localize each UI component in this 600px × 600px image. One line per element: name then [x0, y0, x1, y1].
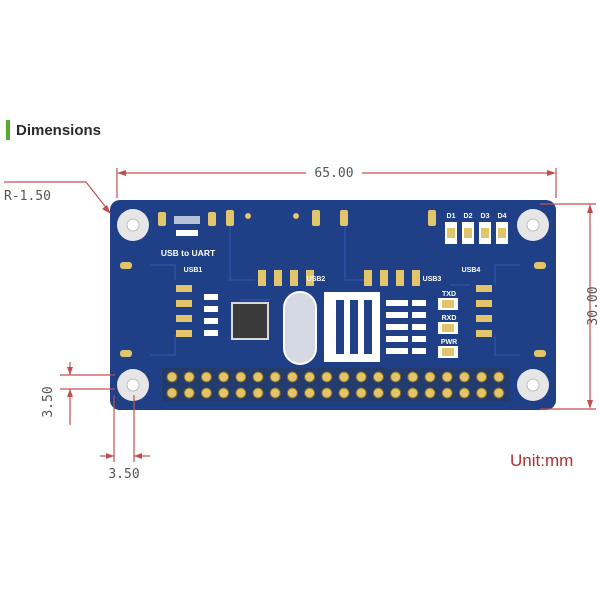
gpio-pin: [407, 387, 419, 399]
gpio-pin: [372, 371, 384, 383]
gpio-pin: [252, 371, 264, 383]
gpio-pin: [200, 371, 212, 383]
arrow-width-left: [117, 170, 126, 176]
gpio-pin: [441, 387, 453, 399]
gpio-pin: [355, 371, 367, 383]
label-d1: D1: [447, 213, 456, 220]
label-usb2: USB2: [307, 276, 326, 283]
label-usb-uart: USB to UART: [161, 248, 216, 258]
label-d4: D4: [498, 213, 507, 220]
pcb-board: USB to UART USB1 USB2 USB3 USB4 D1 D2 D3…: [110, 200, 556, 410]
gpio-pin: [252, 387, 264, 399]
dim-hole-y-value: 3.50: [41, 386, 56, 417]
gpio-pin: [235, 387, 247, 399]
gpio-pin: [476, 387, 488, 399]
gpio-pin: [166, 387, 178, 399]
label-rxd: RXD: [442, 315, 457, 322]
uart-chip: [231, 302, 269, 340]
arrow-height-top: [587, 204, 593, 213]
section-title: Dimensions: [16, 121, 102, 139]
gpio-pin: [304, 387, 316, 399]
gpio-pin: [183, 387, 195, 399]
arrow-height-bottom: [587, 400, 593, 409]
gpio-pin: [235, 371, 247, 383]
gpio-pin: [218, 387, 230, 399]
dim-radius-leader: [85, 181, 109, 211]
arrow-radius: [102, 205, 111, 214]
gpio-pin: [321, 371, 333, 383]
gpio-pin: [493, 371, 505, 383]
gpio-pin: [286, 371, 298, 383]
pcb-traces: [150, 225, 520, 356]
usb-pads: [120, 262, 546, 357]
status-leds: [438, 298, 458, 358]
resistor-array-right: [386, 300, 426, 354]
label-usb3: USB3: [423, 276, 442, 283]
gpio-pin: [407, 371, 419, 383]
mounting-holes: [117, 209, 549, 401]
dim-hole-x-value: 3.50: [108, 467, 139, 482]
gpio-pin: [424, 371, 436, 383]
arrow-width-right: [547, 170, 556, 176]
gpio-pin: [338, 387, 350, 399]
gpio-pin: [218, 371, 230, 383]
label-d2: D2: [464, 213, 473, 220]
label-pwr: PWR: [441, 339, 457, 346]
gpio-pin: [493, 387, 505, 399]
gpio-pin: [441, 371, 453, 383]
gpio-pin: [390, 387, 402, 399]
gpio-pin: [458, 387, 470, 399]
leds-top: [445, 222, 508, 244]
gpio-pin: [458, 371, 470, 383]
gpio-pin: [321, 387, 333, 399]
dim-width-value: 65.00: [314, 166, 353, 181]
usb-connectors: [158, 210, 436, 236]
gpio-pin: [269, 371, 281, 383]
label-usb4: USB4: [462, 267, 481, 274]
unit-label: Unit:mm: [510, 451, 573, 470]
gpio-pin: [338, 371, 350, 383]
section-accent-bar: [6, 120, 10, 140]
gpio-pin: [304, 371, 316, 383]
gpio-pin: [200, 387, 212, 399]
section-header: Dimensions: [6, 118, 101, 142]
gpio-pin: [286, 387, 298, 399]
gpio-pin: [372, 387, 384, 399]
label-d3: D3: [481, 213, 490, 220]
gpio-pin: [166, 371, 178, 383]
dim-height-value: 30.00: [586, 286, 600, 325]
dim-radius-value: R-1.50: [4, 189, 51, 204]
resistor-array-left: [204, 294, 218, 336]
crystal: [283, 291, 317, 365]
gpio-pin: [476, 371, 488, 383]
dim-width-label-bg: [306, 164, 362, 180]
gpio-pin: [183, 371, 195, 383]
gpio-header: [162, 368, 510, 402]
label-usb1: USB1: [184, 267, 203, 274]
gpio-pin: [424, 387, 436, 399]
gpio-pin: [390, 371, 402, 383]
label-txd: TXD: [442, 291, 456, 298]
gpio-pin: [269, 387, 281, 399]
gpio-pin: [355, 387, 367, 399]
